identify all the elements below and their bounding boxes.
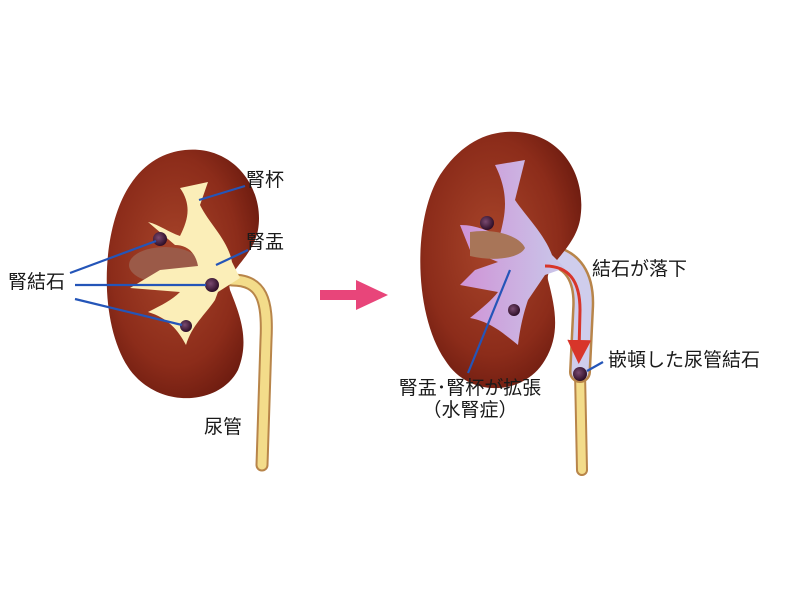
left-kidney: [106, 149, 273, 472]
label-renal-pelvis: 腎盂: [246, 231, 285, 253]
label-kidney-stone: 腎結石: [8, 271, 66, 293]
left-leader-lines: [69, 184, 249, 327]
label-dilation-line1: 腎盂･腎杯が拡張: [398, 377, 542, 399]
right-leader-lines: [466, 269, 604, 374]
right-arrow-icon: [320, 280, 388, 310]
right-kidney: [420, 131, 595, 476]
label-lodged-ureteral-stone: 嵌頓した尿管結石: [608, 349, 761, 371]
label-hydronephrosis: （水腎症）: [422, 398, 518, 421]
label-stone-falls: 結石が落下: [592, 258, 688, 280]
label-dilation: 腎盂･腎杯が拡張 （水腎症）: [390, 377, 550, 422]
label-ureter: 尿管: [204, 416, 243, 438]
label-renal-calyx: 腎杯: [246, 169, 285, 191]
